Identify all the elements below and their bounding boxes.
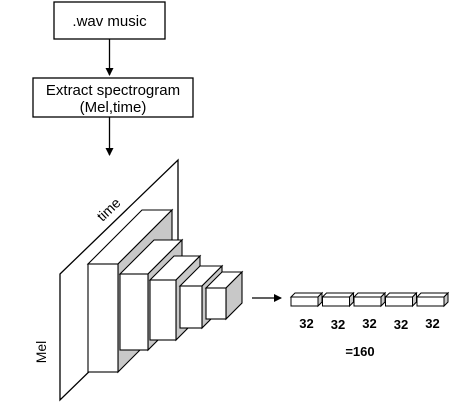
vector-segment-4 xyxy=(384,291,418,308)
vector-segment-label-3: 32 xyxy=(362,316,376,331)
vector-segment-label-2: 32 xyxy=(331,317,345,332)
vector-segment-2 xyxy=(321,291,355,308)
vector-segment-1 xyxy=(289,291,324,308)
extract-box-line1: Extract spectrogram xyxy=(46,82,180,99)
extract-box-line2: (Mel,time) xyxy=(80,99,147,116)
feature-vector: 32 32 32 32 32 xyxy=(289,291,450,332)
input-box-label: .wav music xyxy=(72,13,147,30)
vector-segment-label-5: 32 xyxy=(425,316,439,331)
input-box: .wav music xyxy=(53,1,166,40)
vector-segment-5 xyxy=(415,291,450,308)
extract-box: Extract spectrogram (Mel,time) xyxy=(32,77,194,118)
mel-axis-label: Mel xyxy=(33,341,49,364)
feature-vector-total: =160 xyxy=(345,344,374,359)
vector-segment-3 xyxy=(352,291,387,308)
vector-segment-label-4: 32 xyxy=(394,317,408,332)
feature-map-block-5 xyxy=(204,270,244,321)
vector-segment-label-1: 32 xyxy=(299,316,313,331)
